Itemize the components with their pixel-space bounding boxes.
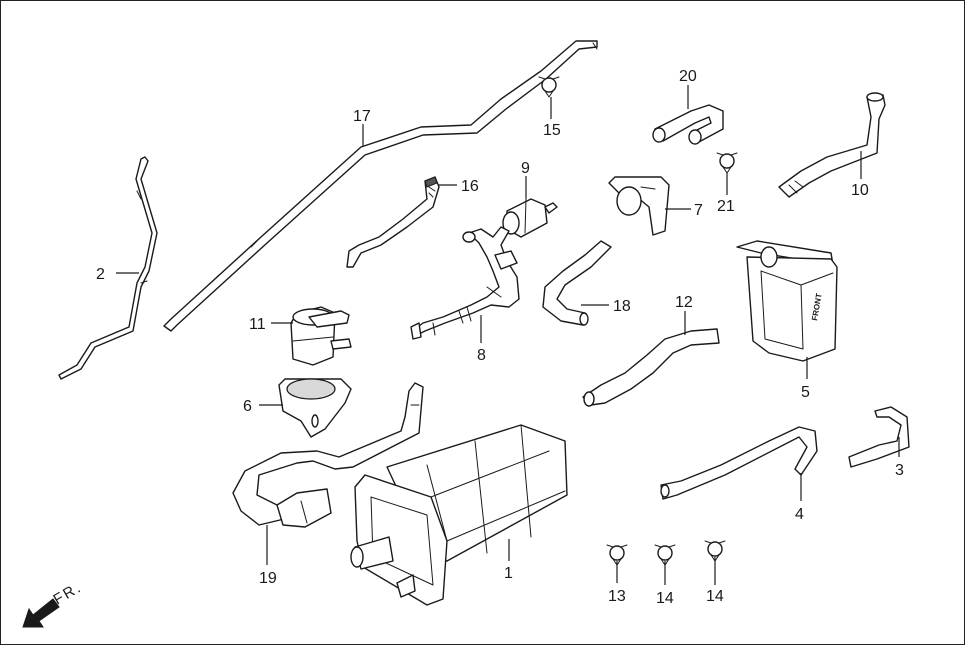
clip-15 [538, 76, 560, 98]
direction-arrow-icon [22, 598, 60, 628]
callout-10: 10 [851, 182, 869, 199]
callout-12: 12 [675, 294, 693, 311]
front-direction-indicator: FR. [22, 579, 86, 628]
part-12-hose [582, 328, 720, 407]
part-4-hose [660, 426, 818, 500]
part-17-long-hose [163, 40, 598, 332]
callout-13: 13 [608, 588, 626, 605]
callout-7: 7 [694, 202, 703, 219]
part-16-small-hose [346, 176, 440, 268]
part-20-u-hose [652, 104, 724, 145]
callout-11: 11 [249, 316, 266, 333]
part-1-canister [350, 424, 568, 606]
callout-6: 6 [243, 398, 252, 415]
callout-21: 21 [717, 198, 735, 215]
callout-16: 16 [461, 178, 479, 195]
callout-4: 4 [795, 506, 804, 523]
callout-labels: 17 2 16 9 7 20 15 21 10 18 11 8 12 5 6 3… [96, 68, 904, 607]
part-8-hose-assembly [410, 226, 520, 340]
callout-9: 9 [521, 160, 530, 177]
callout-3: 3 [895, 462, 904, 479]
part-18-hose [542, 240, 612, 326]
part-7-bracket [608, 176, 670, 236]
callout-18: 18 [613, 298, 631, 315]
callout-1: 1 [504, 565, 513, 582]
callout-8: 8 [477, 347, 486, 364]
part-6-holder [278, 378, 352, 438]
leader-lines [116, 85, 900, 585]
clip-21 [716, 152, 738, 174]
callout-17: 17 [353, 108, 371, 125]
part-9-inline-filter [502, 198, 558, 238]
part-11-valve [290, 306, 352, 366]
callout-20: 20 [679, 68, 697, 85]
callout-14a: 14 [656, 590, 674, 607]
clip-13 [606, 544, 628, 566]
callout-14b: 14 [706, 588, 724, 605]
callout-15: 15 [543, 122, 561, 139]
part-5-box-cover: FRONT [736, 240, 838, 362]
part-10-curved-hose [778, 92, 886, 198]
part-2-thin-tube [58, 156, 158, 380]
callout-19: 19 [259, 570, 277, 587]
callout-2: 2 [96, 266, 105, 283]
callout-5: 5 [801, 384, 810, 401]
direction-label: FR. [51, 579, 86, 609]
part-19-hose [232, 382, 424, 528]
part-3-hose [848, 406, 910, 468]
